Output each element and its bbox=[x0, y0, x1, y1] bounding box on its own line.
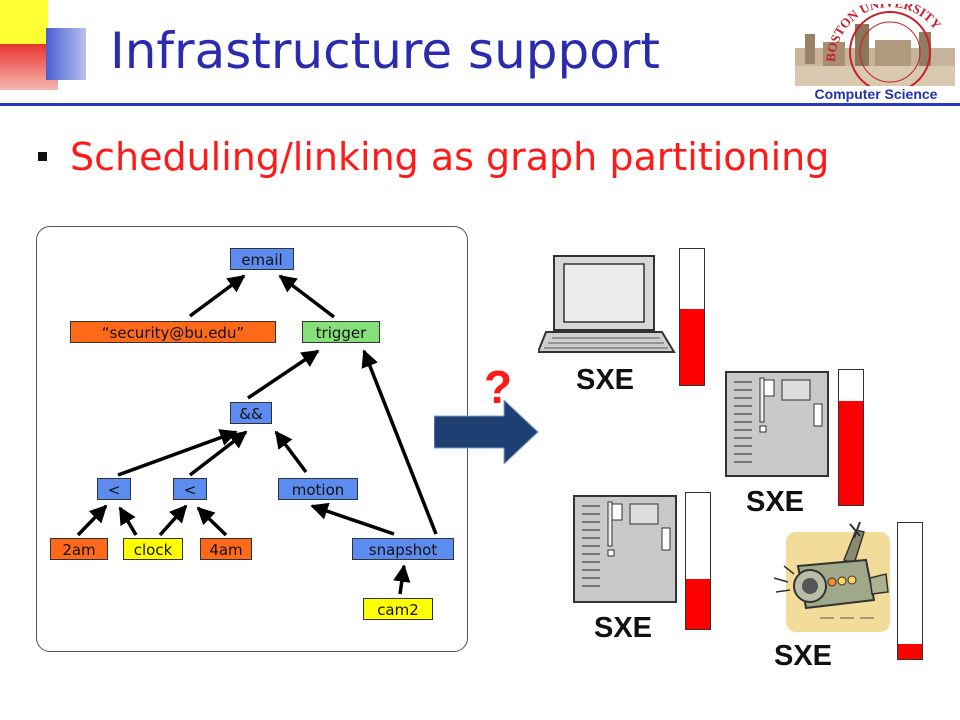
edge-snapshot-motion bbox=[310, 502, 395, 536]
edge-lt2-and bbox=[188, 430, 248, 477]
boston-university-logo: BOSTON UNIVERSITY bbox=[795, 4, 955, 86]
edge-clock-lt2 bbox=[158, 504, 188, 537]
edge-trigger-email bbox=[278, 274, 336, 319]
load-meter-3 bbox=[685, 492, 711, 630]
load-meter-2 bbox=[838, 369, 864, 506]
server-icon-1 bbox=[725, 371, 829, 477]
node-snapshot: snapshot bbox=[352, 538, 454, 560]
laptop-icon bbox=[538, 255, 676, 353]
sxe-label-1: SXE bbox=[576, 364, 635, 396]
slide-title: Infrastructure support bbox=[110, 22, 660, 80]
server-icon-2 bbox=[573, 495, 677, 603]
edge-snapshot-trigger bbox=[361, 349, 438, 535]
load-fill-3 bbox=[686, 578, 710, 629]
title-rule bbox=[0, 103, 960, 106]
edge-2am-lt1 bbox=[76, 504, 108, 537]
question-mark: ? bbox=[484, 361, 513, 413]
partition-arrow-icon bbox=[434, 400, 539, 464]
sxe-label-2: SXE bbox=[746, 486, 805, 518]
node-and: && bbox=[230, 402, 272, 424]
department-label: Computer Science bbox=[814, 86, 938, 102]
load-meter-4 bbox=[897, 522, 923, 660]
node-lt-2: < bbox=[173, 478, 207, 500]
node-security: “security@bu.edu” bbox=[70, 321, 276, 343]
sxe-label-4: SXE bbox=[774, 640, 833, 672]
node-cam2: cam2 bbox=[363, 598, 433, 620]
node-2am: 2am bbox=[50, 538, 108, 560]
edge-motion-and bbox=[274, 430, 308, 474]
node-4am: 4am bbox=[200, 538, 252, 560]
node-trigger: trigger bbox=[302, 321, 380, 343]
camera-icon bbox=[773, 521, 890, 632]
edge-and-trigger bbox=[247, 349, 320, 400]
load-fill-2 bbox=[839, 401, 863, 505]
load-fill-1 bbox=[680, 308, 704, 385]
load-fill-4 bbox=[898, 644, 922, 659]
edge-lt1-and bbox=[117, 429, 238, 477]
edge-cam2-snapshot bbox=[393, 564, 411, 595]
node-clock: clock bbox=[123, 538, 183, 560]
load-meter-1 bbox=[679, 248, 705, 386]
sxe-label-3: SXE bbox=[594, 612, 653, 644]
node-lt-1: < bbox=[97, 478, 131, 500]
node-email: email bbox=[230, 248, 294, 270]
node-motion: motion bbox=[278, 478, 358, 500]
bullet-square-icon bbox=[38, 152, 47, 161]
bullet-text: Scheduling/linking as graph partitioning bbox=[70, 135, 830, 179]
edge-clock-lt1 bbox=[118, 506, 138, 536]
corner-square-blue bbox=[46, 28, 86, 80]
corner-square-yellow bbox=[0, 0, 48, 46]
edge-4am-lt2 bbox=[196, 506, 228, 537]
edge-security-email bbox=[188, 274, 246, 318]
